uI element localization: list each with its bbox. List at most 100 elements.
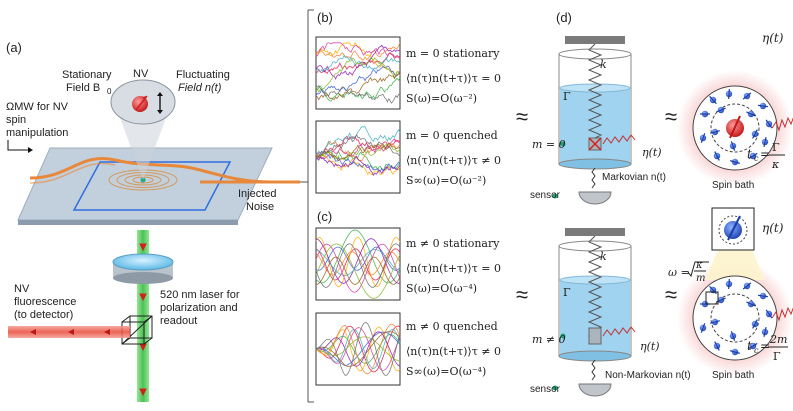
- np1-l2: ⟨n(τ)n(t+τ)⟩τ ≠ 0: [406, 154, 501, 167]
- spring: [587, 43, 603, 139]
- tc-top-t: t: [747, 147, 752, 161]
- bath-spin: [757, 102, 769, 110]
- tc-bot-num: 2m: [769, 333, 787, 346]
- bath-spin: [713, 341, 721, 351]
- bath-spin: [710, 128, 720, 136]
- eta-squiggle-top: [771, 116, 793, 132]
- bath-spin: [710, 318, 720, 326]
- fluorescence-label-3: (to detector): [14, 309, 73, 321]
- noise-text: m = 0 stationary ⟨n(τ)n(t+τ)⟩τ = 0 S(ω)=…: [406, 47, 501, 378]
- bath-spin: [725, 278, 733, 290]
- omega-lhs: ω =: [668, 266, 690, 279]
- zoom-box: [705, 291, 719, 305]
- noise-trace: [315, 84, 401, 104]
- spring: [587, 235, 603, 331]
- approx-d-bottom: ≈: [665, 282, 677, 307]
- noise-trace: [315, 52, 401, 75]
- approx-c: ≈: [516, 282, 528, 307]
- bath-spin: [729, 141, 737, 151]
- bath-spin: [699, 133, 707, 143]
- stationary-label-2: Field B: [66, 82, 100, 94]
- noise-trace: [315, 126, 401, 156]
- panel-c-label: (c): [317, 209, 332, 224]
- bath-spin: [713, 151, 721, 161]
- bath-spin: [699, 323, 707, 333]
- noise-trace: [316, 256, 401, 285]
- noise-plot-2: [315, 227, 401, 301]
- bath-spin: [748, 152, 758, 160]
- laser-label-2: polarization and: [160, 302, 238, 314]
- noise-trace: [315, 327, 401, 371]
- eta-label-mid-top: η(t): [642, 146, 662, 159]
- markovian-label: Markovian n(t): [602, 172, 666, 183]
- np0-l3: S(ω)=O(ω⁻²): [406, 92, 477, 105]
- model-markovian: [552, 36, 636, 205]
- model-nonmarkovian: [552, 228, 636, 397]
- noise-trace: [315, 42, 401, 60]
- bath-spin: [751, 319, 759, 329]
- svg-text:=: =: [760, 147, 770, 161]
- noise-plot-1: [315, 120, 401, 194]
- fluid: [560, 88, 630, 164]
- fluorescence-label-2: fluorescence: [14, 296, 76, 308]
- noise-trace: [315, 133, 401, 160]
- noise-trace: [315, 149, 401, 171]
- noise-trace: [315, 246, 401, 271]
- eta-squiggle: [602, 134, 636, 145]
- bracket: [300, 9, 314, 403]
- np1-l3: S∞(ω)=O(ω⁻²): [406, 174, 486, 187]
- laser-label-1: 520 nm laser for: [160, 289, 240, 301]
- noise-trace: [315, 142, 401, 160]
- noise-trace: [315, 135, 401, 155]
- bath-spin: [725, 88, 733, 100]
- bath-spin: [765, 119, 773, 129]
- svg-text:=: =: [760, 339, 770, 353]
- np2-l2: ⟨n(τ)n(t+τ)⟩τ = 0: [406, 262, 501, 275]
- noise-trace: [315, 142, 401, 162]
- noise-trace: [315, 229, 401, 284]
- np3-l2: ⟨n(τ)n(t+τ)⟩τ ≠ 0: [406, 345, 501, 358]
- mw-label-1: ΩMW for NV: [6, 101, 69, 113]
- tc-bot-sub: c: [754, 346, 759, 355]
- objective-lens: [112, 253, 174, 271]
- bath-spin: [730, 348, 740, 356]
- spring-models: [552, 36, 636, 397]
- noise-trace: [315, 322, 401, 376]
- eta-bottom-label: η(t): [762, 221, 784, 235]
- approx-d-top: ≈: [665, 104, 677, 129]
- tc-top-sub: c: [754, 154, 759, 163]
- k-label-top: k: [600, 58, 607, 71]
- fluorescence-arrows: [30, 329, 110, 335]
- eta-label-mid-bottom: η(t): [640, 340, 660, 353]
- noise-trace: [315, 331, 401, 367]
- np2-l3: S(ω)=O(ω⁻⁴): [406, 282, 477, 295]
- k-label-bottom: k: [600, 250, 607, 263]
- nv-label: NV: [133, 68, 149, 80]
- bath-spin: [746, 300, 756, 308]
- bath-spin: [761, 326, 769, 338]
- stationary-label-1: Stationary: [62, 69, 112, 81]
- panel-d-label: (d): [556, 10, 572, 25]
- noise-trace: [315, 54, 401, 73]
- eta-squiggle: [602, 326, 636, 337]
- sensor-icon: [578, 191, 612, 205]
- stationary-sub: 0: [107, 87, 112, 96]
- noise-plots: [315, 36, 401, 386]
- np0-l1: m = 0 stationary: [406, 47, 500, 60]
- objective-base: [113, 272, 173, 284]
- noise-trace: [315, 77, 401, 102]
- panel-a-label: (a): [6, 40, 22, 55]
- bath-spin: [765, 309, 773, 319]
- fluorescence-label-1: NV: [14, 283, 30, 295]
- bath-spin: [729, 331, 737, 341]
- bath-spin: [742, 282, 752, 290]
- bath-spin: [709, 95, 717, 105]
- panel-b-label: (b): [317, 10, 333, 25]
- bath-spin: [742, 92, 752, 100]
- noise-trace: [315, 44, 401, 80]
- mass-marker: [560, 333, 566, 339]
- fluct-label-2: Field n(t): [178, 82, 222, 94]
- sample-outline: [72, 161, 232, 211]
- injected-label-1: Injected: [238, 188, 277, 200]
- sensor-label-bottom: sensor: [530, 384, 561, 395]
